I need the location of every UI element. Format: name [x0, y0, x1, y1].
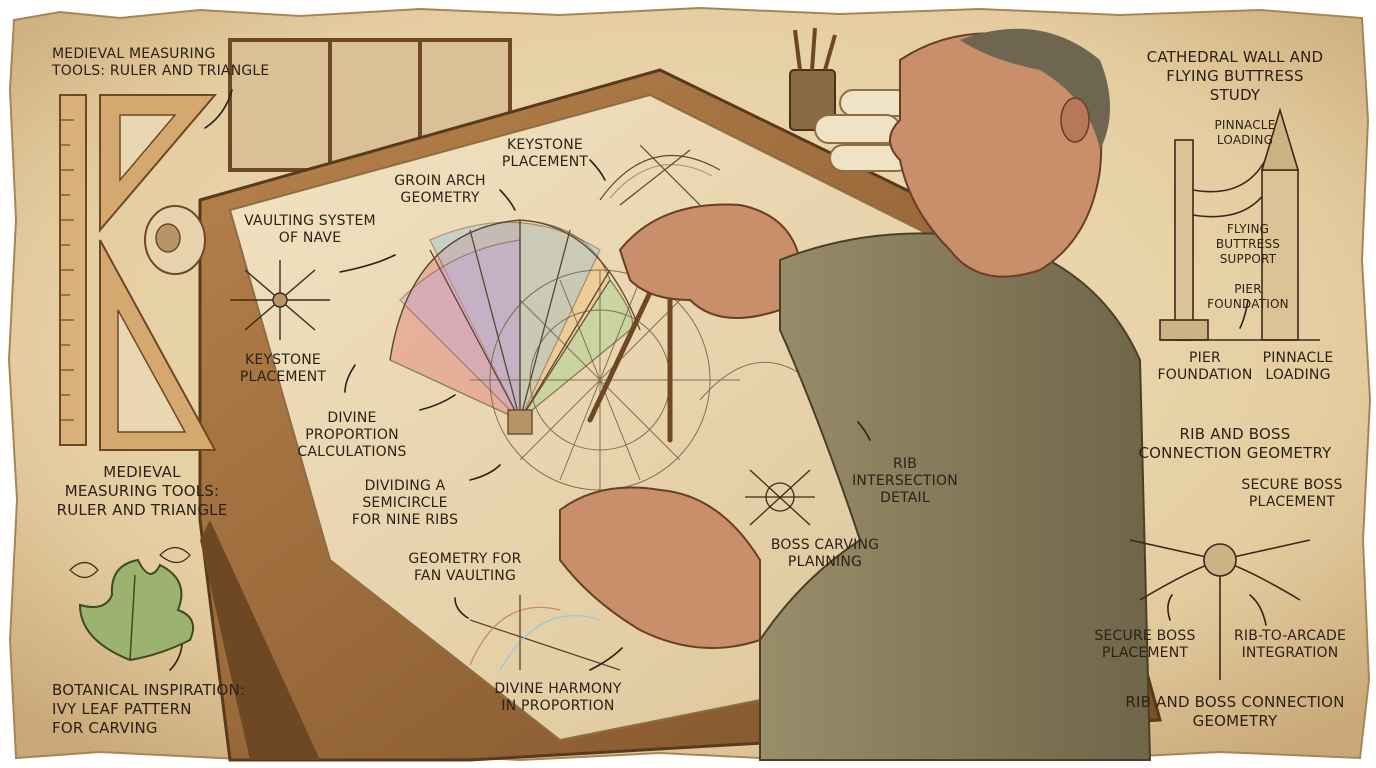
- label-groin-arch: GROIN ARCH GEOMETRY: [394, 173, 486, 206]
- scroll-icon: [814, 89, 911, 172]
- table-edge: [200, 520, 320, 760]
- label-divine-proportion: DIVINE PROPORTION CALCULATIONS: [297, 410, 407, 460]
- label-rib-boss-bottom: RIB AND BOSS CONNECTION GEOMETRY: [1125, 693, 1345, 730]
- set-square-icon: [99, 94, 218, 451]
- label-vaulting: VAULTING SYSTEM OF NAVE: [244, 213, 376, 246]
- fan-vault-sketch: [469, 595, 621, 671]
- ivy-leaf-icon: [69, 546, 194, 662]
- label-pinnacle-bottom: PINNACLE LOADING: [1262, 350, 1334, 383]
- ruler-icon: [59, 94, 87, 446]
- label-keystone-top: KEYSTONE PLACEMENT: [501, 137, 589, 170]
- label-divine-harmony: DIVINE HARMONY IN PROPORTION: [494, 681, 622, 714]
- label-secure-boss-bottom: SECURE BOSS PLACEMENT: [1094, 628, 1196, 661]
- label-rib-boss-title: RIB AND BOSS CONNECTION GEOMETRY: [1138, 425, 1332, 462]
- label-tools-bottom: MEDIEVAL MEASURING TOOLS: RULER AND TRIA…: [56, 463, 228, 519]
- label-cathedral-title: CATHEDRAL WALL AND FLYING BUTTRESS STUDY: [1146, 48, 1324, 104]
- label-dividing: DIVIDING A SEMICIRCLE FOR NINE RIBS: [351, 478, 459, 528]
- label-tools-top: MEDIEVAL MEASURING TOOLS: RULER AND TRIA…: [52, 46, 270, 79]
- label-rib-arcade: RIB-TO-ARCADE INTEGRATION: [1233, 628, 1347, 661]
- boss-icon: [1129, 539, 1311, 680]
- label-keystone-left: KEYSTONE PLACEMENT: [239, 352, 327, 385]
- label-pier-bottom: PIER FOUNDATION: [1157, 350, 1253, 383]
- label-flying-buttress: FLYING BUTTRESS SUPPORT: [1215, 222, 1281, 266]
- buttress-icon: [1159, 107, 1320, 341]
- label-fan-vaulting: GEOMETRY FOR FAN VAULTING: [408, 551, 522, 584]
- label-pier-mid: PIER FOUNDATION: [1207, 282, 1289, 311]
- label-pinnacle-top: PINNACLE LOADING: [1214, 118, 1276, 147]
- boss-carving-sketch: [745, 469, 815, 526]
- tape-roll-icon: [144, 205, 206, 275]
- keystone-sketch: [599, 144, 721, 206]
- annotation-arrows: [169, 89, 1267, 671]
- label-boss-carving: BOSS CARVING PLANNING: [770, 537, 880, 570]
- label-rib-intersection: RIB INTERSECTION DETAIL: [852, 456, 958, 506]
- architect-figure: [759, 28, 1152, 761]
- label-secure-boss-top: SECURE BOSS PLACEMENT: [1241, 477, 1343, 510]
- label-botanical: BOTANICAL INSPIRATION: IVY LEAF PATTERN …: [52, 681, 246, 737]
- star-rib-icon: [230, 260, 330, 340]
